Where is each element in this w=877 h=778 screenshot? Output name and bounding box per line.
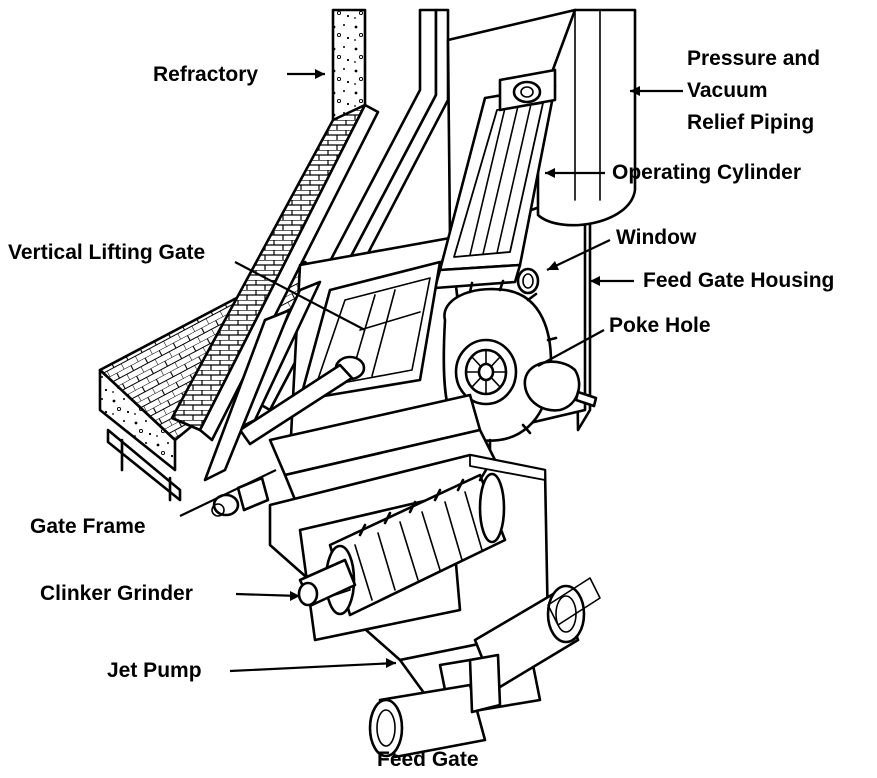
label-operating-cylinder: Operating Cylinder xyxy=(612,161,802,184)
label-feed-gate-housing: Feed Gate Housing xyxy=(643,269,835,292)
label-clinker-grinder: Clinker Grinder xyxy=(40,582,193,605)
caption-feed-gate: Feed Gate xyxy=(377,748,479,771)
label-pressure-line-2: Vacuum xyxy=(687,79,768,102)
window xyxy=(516,267,540,295)
clinker-grinder xyxy=(268,453,550,662)
operating-cylinder xyxy=(433,68,557,290)
label-poke-hole: Poke Hole xyxy=(609,314,711,337)
label-refractory: Refractory xyxy=(153,63,259,86)
vertical-lifting-gate xyxy=(238,260,442,446)
relief-piping xyxy=(536,8,637,227)
label-pressure-line-3: Relief Piping xyxy=(687,111,815,134)
jet-pump xyxy=(368,577,601,759)
label-window: Window xyxy=(616,226,697,249)
label-jet-pump: Jet Pump xyxy=(107,659,202,682)
label-pressure-line-1: Pressure and xyxy=(687,47,821,70)
leader-lines xyxy=(179,69,683,673)
label-vertical-lifting-gate: Vertical Lifting Gate xyxy=(8,241,206,264)
label-gate-frame: Gate Frame xyxy=(30,515,146,538)
